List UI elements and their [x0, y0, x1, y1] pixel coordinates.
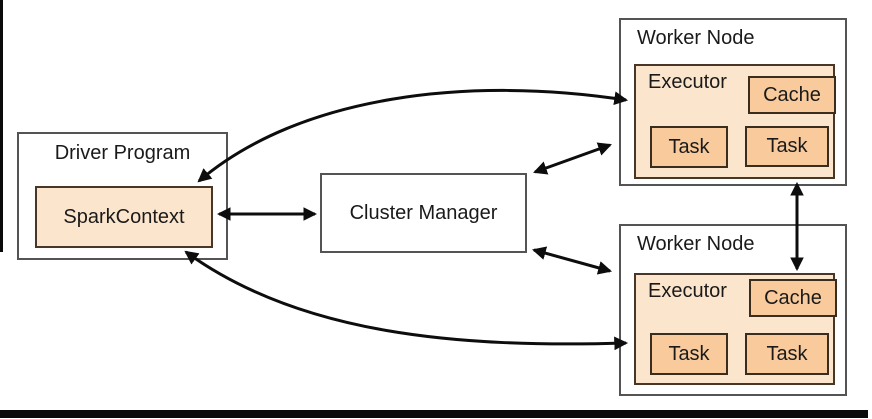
worker-node-1-task-1-label: Task — [668, 135, 710, 158]
worker-node-2-task-2-label: Task — [766, 342, 808, 365]
spark-context-label: SparkContext — [63, 205, 185, 228]
worker-node-2-box: Worker Node Executor Cache Task Task — [619, 224, 847, 396]
worker-node-1-task-1-box: Task — [650, 126, 728, 168]
worker-node-1-task-2-box: Task — [745, 126, 829, 167]
worker-node-2-task-1-label: Task — [668, 342, 710, 365]
worker-node-2-executor-box: Executor Cache Task Task — [634, 273, 837, 385]
worker-node-1-box: Worker Node Executor Cache Task Task — [619, 18, 847, 186]
driver-program-label: Driver Program — [54, 142, 191, 164]
worker-node-1-cache-box: Cache — [748, 76, 836, 114]
worker-node-1-executor-box: Executor Cache Task Task — [634, 64, 836, 179]
arrow-driver-worker1 — [197, 88, 629, 183]
arrow-clustermanager-worker2 — [532, 246, 612, 275]
worker-node-2-executor-label: Executor — [648, 280, 727, 302]
arrow-driver-worker2 — [184, 250, 629, 351]
worker-node-2-cache-label: Cache — [764, 286, 822, 309]
worker-node-2-task-1-box: Task — [650, 333, 728, 375]
worker-node-2-label: Worker Node — [637, 233, 755, 255]
cluster-manager-box: Cluster Manager — [320, 173, 527, 253]
spark-context-box: SparkContext — [35, 186, 213, 248]
worker-node-1-executor-label: Executor — [648, 71, 727, 93]
left-edge-line — [0, 0, 3, 252]
worker-node-2-task-2-box: Task — [745, 333, 829, 375]
worker-node-1-label: Worker Node — [637, 27, 755, 49]
worker-node-2-cache-box: Cache — [749, 279, 837, 317]
worker-node-1-cache-label: Cache — [763, 83, 821, 106]
worker-node-1-task-2-label: Task — [766, 135, 808, 157]
cluster-manager-label: Cluster Manager — [349, 201, 498, 224]
arrow-clustermanager-worker1 — [533, 142, 612, 175]
bottom-black-bar — [0, 410, 868, 418]
